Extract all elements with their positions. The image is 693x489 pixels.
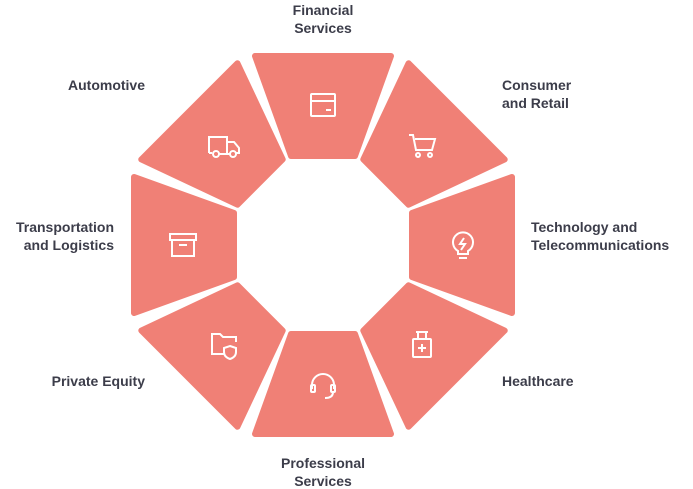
segment-credit-card <box>252 53 394 159</box>
folder-shield-icon <box>211 332 238 361</box>
label-healthcare: Healthcare <box>502 373 574 389</box>
label-transportation: Transportation and Logistics <box>15 219 114 253</box>
credit-card-icon <box>310 93 336 117</box>
truck-icon <box>208 136 241 159</box>
segment-lightbulb-bolt <box>409 174 515 316</box>
label-technology: Technology and Telecommunications <box>531 219 670 253</box>
medicine-bottle-icon <box>411 330 432 358</box>
label-automotive: Automotive <box>68 77 145 93</box>
segment-archive-box <box>131 174 237 316</box>
segment-shape <box>360 282 508 430</box>
segment-medicine-bottle <box>360 282 508 430</box>
segment-shape <box>138 60 286 208</box>
headset-icon <box>310 373 336 399</box>
label-financial-services: Financial Services <box>292 2 354 36</box>
shopping-cart-icon <box>408 134 437 159</box>
segment-truck <box>138 60 286 208</box>
label-private-equity: Private Equity <box>51 373 145 389</box>
segment-folder-shield <box>138 282 286 430</box>
segment-shape <box>252 53 394 159</box>
segment-shopping-cart <box>360 60 508 208</box>
segment-shape <box>138 282 286 430</box>
label-consumer-retail: Consumer and Retail <box>502 77 572 111</box>
lightbulb-bolt-icon <box>452 231 474 259</box>
segment-headset <box>252 331 394 437</box>
archive-box-icon <box>169 233 197 257</box>
segment-shape <box>252 331 394 437</box>
segment-shape <box>360 60 508 208</box>
label-professional-services: Professional Services <box>280 455 366 489</box>
